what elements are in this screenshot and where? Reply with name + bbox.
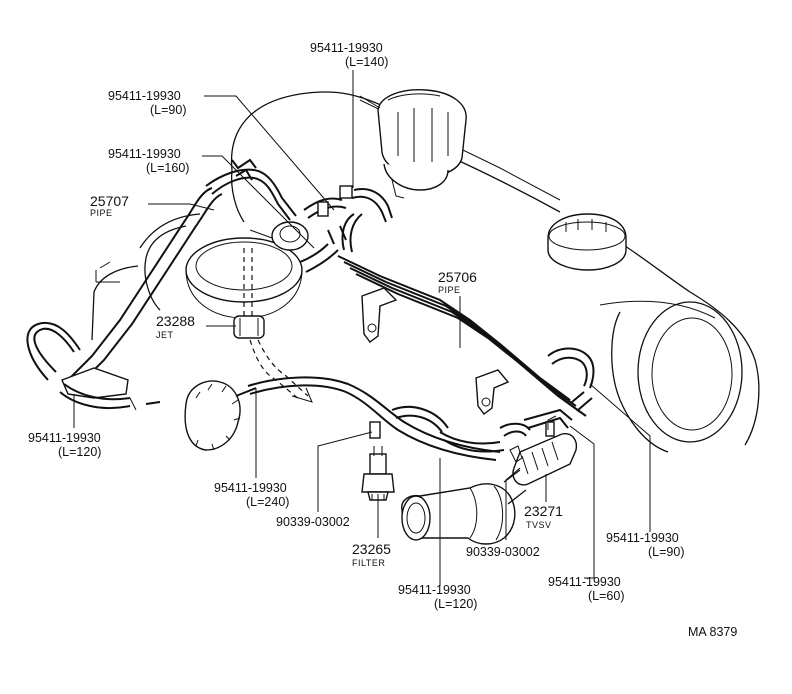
hose-length: (L=60) [588,589,624,603]
hose-length: (L=120) [434,597,477,611]
label-hose-90-top: 95411-19930 (L=90) [108,89,186,117]
label-hose-240: 95411-19930 (L=240) [214,481,289,509]
hose-length: (L=160) [146,161,189,175]
leader-lines [73,70,651,586]
part-number: 23271 [524,503,563,519]
pipe-25706 [337,255,595,417]
hose-length: (L=120) [58,445,101,459]
label-gasket-right: 90339-03002 [466,545,540,559]
part-number: 95411-19930 [310,41,383,55]
hose-length: (L=90) [150,103,186,117]
part-number: 95411-19930 [108,147,181,161]
part-number: 95411-19930 [398,583,471,597]
part-number: 25707 [90,193,129,209]
upper-hoses [205,158,393,273]
part-number: 23288 [156,313,195,329]
coolant-housing-left [184,380,257,451]
distributor [359,89,467,199]
part-name: PIPE [90,208,113,218]
label-pipe-25707: 25707 PIPE [90,193,129,218]
jet-23288 [233,248,313,403]
part-name: JET [156,330,174,340]
part-number: 95411-19930 [606,531,679,545]
label-hose-120-left: 95411-19930 (L=120) [28,431,101,459]
coolant-outlet-housing [401,469,527,545]
label-gasket-left: 90339-03002 [276,515,350,529]
label-hose-120-bottom: 95411-19930 (L=120) [398,583,477,611]
label-hose-60: 95411-19930 (L=60) [548,575,624,603]
diagram-code: MA 8379 [688,625,737,639]
air-cleaner [91,213,309,341]
label-pipe-25706: 25706 PIPE [438,269,477,295]
part-number: 90339-03002 [276,515,350,529]
oil-filler-cap [547,213,627,271]
hose-length: (L=140) [345,55,388,69]
part-number: 23265 [352,541,391,557]
hose-length: (L=90) [648,545,684,559]
lower-hoses [247,376,573,461]
label-tvsv-23271: 23271 TVSV [524,503,563,530]
part-number: 95411-19930 [108,89,181,103]
label-filter-23265: 23265 FILTER [352,541,391,568]
part-number: 95411-19930 [214,481,287,495]
label-jet-23288: 23288 JET [156,313,195,340]
part-number: 95411-19930 [548,575,621,589]
pipe-25707 [26,187,223,411]
hose-length: (L=240) [246,495,289,509]
label-hose-90-right: 95411-19930 (L=90) [606,531,684,559]
part-name: PIPE [438,285,461,295]
label-hose-140: 95411-19930 (L=140) [310,41,388,69]
filter-23265 [361,446,395,538]
part-name: FILTER [352,558,385,568]
part-number: 90339-03002 [466,545,540,559]
part-number: 25706 [438,269,477,285]
label-hose-160: 95411-19930 (L=160) [108,147,189,175]
part-name: TVSV [526,520,552,530]
part-number: 95411-19930 [28,431,101,445]
engine-outline [230,91,760,453]
